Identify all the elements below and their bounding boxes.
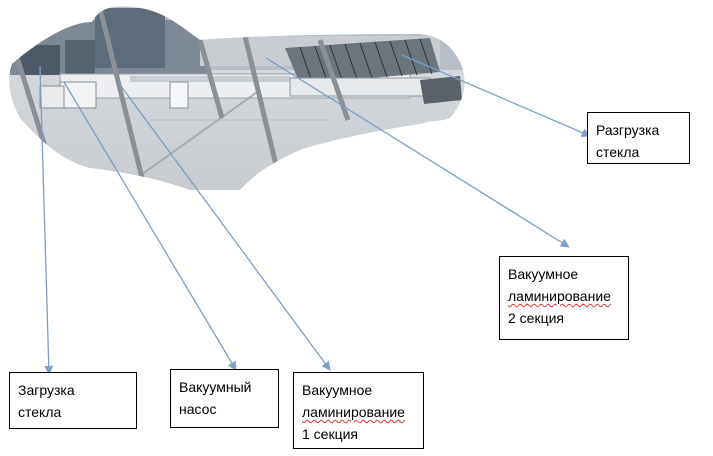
label-loading-line-1: Загрузка (18, 382, 75, 398)
label-vac2-line-1: Вакуумное (508, 266, 579, 282)
label-loading: Загрузка стекла (9, 372, 137, 429)
label-vacuum-lamination-1: Вакуумное ламинирование 1 секция (293, 372, 424, 449)
label-unloading: Разгрузка стекла (587, 112, 690, 164)
arrow-vac2 (265, 57, 570, 248)
arrow-unload (401, 54, 591, 137)
label-unloading-line-1: Разгрузка (596, 122, 660, 138)
label-pump-line-1: Вакуумный (179, 379, 252, 395)
arrow-pump (63, 81, 237, 371)
label-pump-line-2: насос (179, 401, 217, 417)
label-vac2-line-3: 2 секция (508, 310, 565, 326)
arrow-load (39, 65, 54, 375)
label-vac1-line-1: Вакуумное (302, 382, 373, 398)
arrow-vac1 (117, 81, 331, 371)
label-vacuum-pump: Вакуумный насос (170, 369, 279, 428)
label-unloading-line-2: стекла (596, 144, 640, 160)
label-vac2-line-2: ламинирование (508, 288, 611, 304)
label-vac1-line-2: ламинирование (302, 404, 405, 420)
label-loading-line-2: стекла (18, 404, 62, 420)
label-vac1-line-3: 1 секция (302, 426, 359, 442)
label-vacuum-lamination-2: Вакуумное ламинирование 2 секция (499, 256, 629, 340)
